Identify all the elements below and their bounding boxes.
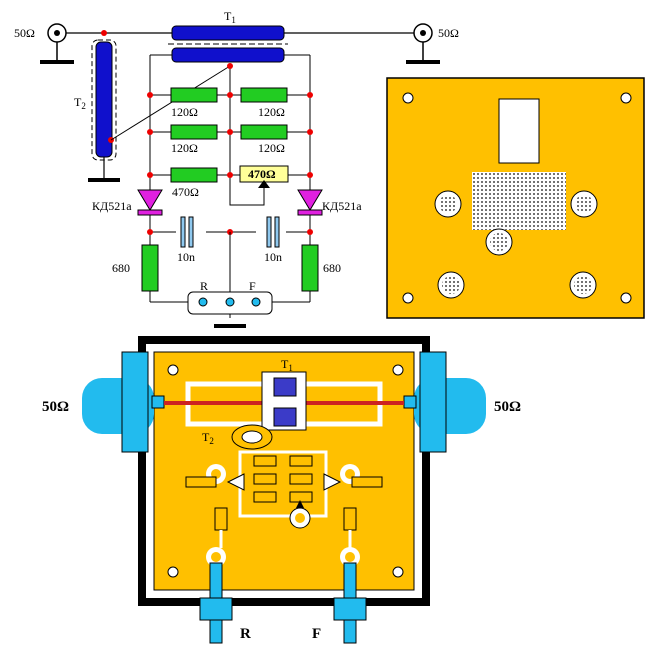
t2-label: T2 xyxy=(74,95,86,111)
res-120-c-label: 120Ω xyxy=(171,141,198,155)
resistor-680-left xyxy=(141,244,159,292)
assembly-t1-label: T1 xyxy=(281,357,293,373)
resistor-470-fixed xyxy=(170,167,218,183)
n-connector-right xyxy=(403,351,486,453)
resistor-120-d xyxy=(240,124,288,140)
pcb-holes xyxy=(434,190,598,299)
t1-primary xyxy=(171,25,285,41)
assembly-out-r-label: R xyxy=(240,626,251,642)
port-left-label: 50Ω xyxy=(14,26,35,40)
out-f-label: F xyxy=(249,279,256,293)
resistor-120-c xyxy=(170,124,218,140)
t1-secondary xyxy=(171,47,285,63)
assembly-port-left-label: 50Ω xyxy=(42,399,69,415)
diode-left xyxy=(137,189,163,211)
output-connector-r xyxy=(199,562,233,644)
pcb-layout xyxy=(386,77,645,319)
assembly-t2-label: T2 xyxy=(202,430,214,446)
diode-right-label: КД521а xyxy=(322,199,362,213)
resistor-680-right xyxy=(301,244,319,292)
assembly-view: 50Ω 50Ω T1 T2 xyxy=(42,336,521,644)
diode-left-label: КД521а xyxy=(92,199,132,213)
port-right-label: 50Ω xyxy=(438,26,459,40)
cap-left-label: 10n xyxy=(177,250,195,264)
output-connector-f xyxy=(333,562,367,644)
res-120-b-label: 120Ω xyxy=(258,105,285,119)
assembly-out-f-label: F xyxy=(312,626,321,642)
coax-port-right xyxy=(406,23,440,64)
assembly-res-680-right xyxy=(343,507,357,531)
t1-label: T1 xyxy=(224,9,236,25)
coax-port-left xyxy=(40,23,74,64)
cap-right-plate-a xyxy=(266,216,272,248)
resistor-120-a xyxy=(170,87,218,103)
cap-left-plate-a xyxy=(180,216,186,248)
cap-left-plate-b xyxy=(188,216,194,248)
pcb-cutout xyxy=(498,98,540,164)
n-connector-left xyxy=(82,351,165,453)
res-120-a-label: 120Ω xyxy=(171,105,198,119)
res-120-d-label: 120Ω xyxy=(258,141,285,155)
assembly-trimmer xyxy=(289,491,313,503)
out-r-label: R xyxy=(200,279,208,293)
assembly-port-right-label: 50Ω xyxy=(494,399,521,415)
cap-right-plate-b xyxy=(274,216,280,248)
res-470-label: 470Ω xyxy=(172,185,199,199)
res-680-right-label: 680 xyxy=(323,261,341,275)
assembly-res-680-left xyxy=(214,507,228,531)
t1-core-bottom xyxy=(273,407,297,427)
diode-right xyxy=(297,189,323,211)
res-680-left-label: 680 xyxy=(112,261,130,275)
trimmer-470-label: 470Ω xyxy=(248,167,276,181)
cap-right-label: 10n xyxy=(264,250,282,264)
t1-core-top xyxy=(273,377,297,397)
schematic: 50Ω 50Ω T1 T2 xyxy=(14,9,459,328)
resistor-120-b xyxy=(240,87,288,103)
pcb-ground-pad xyxy=(472,172,566,230)
